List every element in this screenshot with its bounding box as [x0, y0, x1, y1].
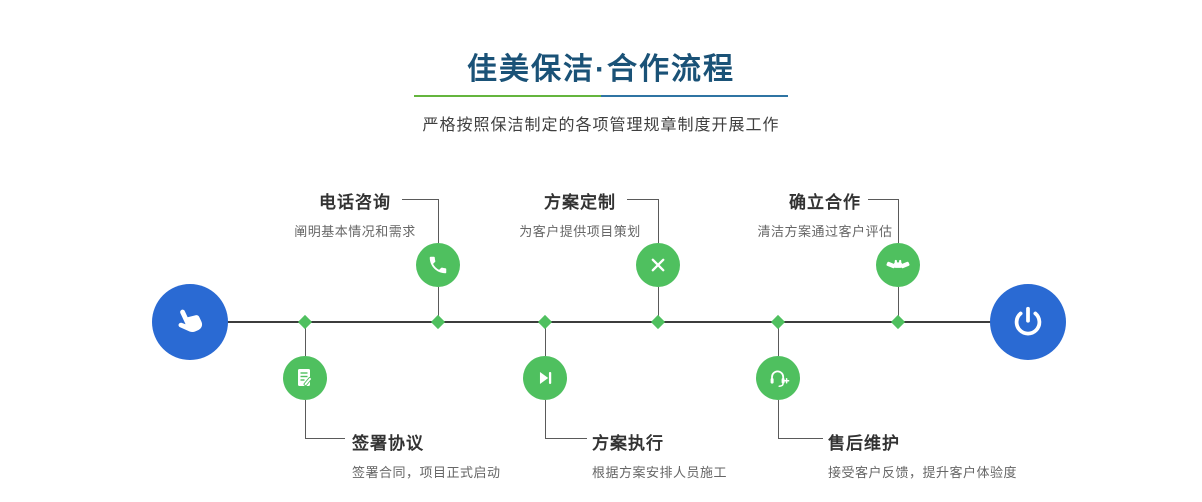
connector — [778, 327, 779, 356]
timeline-marker — [537, 314, 553, 330]
connector — [898, 199, 899, 243]
step-label: 方案定制 — [544, 193, 616, 212]
document-pen-icon — [293, 366, 317, 390]
connector — [305, 438, 345, 439]
step-desc: 为客户提供项目策划 — [519, 224, 641, 239]
step-establish-coop: 确立合作 清洁方案通过客户评估 — [740, 188, 910, 240]
connector — [305, 400, 306, 438]
step-node-aftersales — [756, 356, 800, 400]
handshake-icon — [885, 252, 911, 278]
timeline-marker — [297, 314, 313, 330]
connector — [545, 438, 587, 439]
connector — [438, 199, 439, 243]
phone-icon — [427, 254, 449, 276]
step-sign-agreement: 签署协议 签署合同，项目正式启动 — [352, 429, 592, 481]
step-node-phone — [416, 243, 460, 287]
connector — [545, 400, 546, 438]
timeline-start-node — [152, 284, 228, 360]
step-label: 售后维护 — [828, 434, 900, 453]
step-label: 确立合作 — [789, 193, 861, 212]
step-plan-custom: 方案定制 为客户提供项目策划 — [495, 188, 665, 240]
connector — [305, 327, 306, 356]
step-desc: 接受客户反馈，提升客户体验度 — [828, 465, 1018, 480]
timeline-marker — [650, 314, 666, 330]
power-icon — [1010, 304, 1046, 340]
page-subtitle: 严格按照保洁制定的各项管理规章制度开展工作 — [422, 117, 780, 134]
headset-plus-icon — [766, 366, 790, 390]
connector — [868, 199, 898, 200]
timeline-marker — [770, 314, 786, 330]
step-node-coop — [876, 243, 920, 287]
step-label: 签署协议 — [352, 434, 424, 453]
step-after-sales: 售后维护 接受客户反馈，提升客户体验度 — [828, 429, 1068, 481]
connector — [778, 438, 823, 439]
connector — [778, 400, 779, 438]
step-phone-consult: 电话咨询 阐明基本情况和需求 — [270, 188, 440, 240]
connector — [545, 327, 546, 356]
step-desc: 签署合同，项目正式启动 — [352, 465, 501, 480]
timeline-marker — [430, 314, 446, 330]
connector — [438, 287, 439, 318]
connector — [658, 199, 659, 243]
title-divider — [414, 95, 788, 97]
step-desc: 根据方案安排人员施工 — [592, 465, 728, 480]
timeline-line — [190, 321, 1028, 323]
connector — [658, 287, 659, 318]
connector — [627, 199, 658, 200]
step-desc: 清洁方案通过客户评估 — [757, 224, 893, 239]
connector — [898, 287, 899, 318]
step-node-plan — [636, 243, 680, 287]
step-node-execute — [523, 356, 567, 400]
play-next-icon — [534, 367, 556, 389]
step-label: 方案执行 — [592, 434, 664, 453]
timeline-marker — [890, 314, 906, 330]
timeline-end-node — [990, 284, 1066, 360]
hand-pointer-icon — [166, 298, 214, 346]
step-node-sign — [283, 356, 327, 400]
step-plan-execution: 方案执行 根据方案安排人员施工 — [592, 429, 832, 481]
step-label: 电话咨询 — [319, 193, 391, 212]
page-title: 佳美保洁·合作流程 — [467, 53, 735, 86]
connector — [402, 199, 438, 200]
step-desc: 阐明基本情况和需求 — [294, 224, 416, 239]
pencil-tools-icon — [646, 253, 670, 277]
